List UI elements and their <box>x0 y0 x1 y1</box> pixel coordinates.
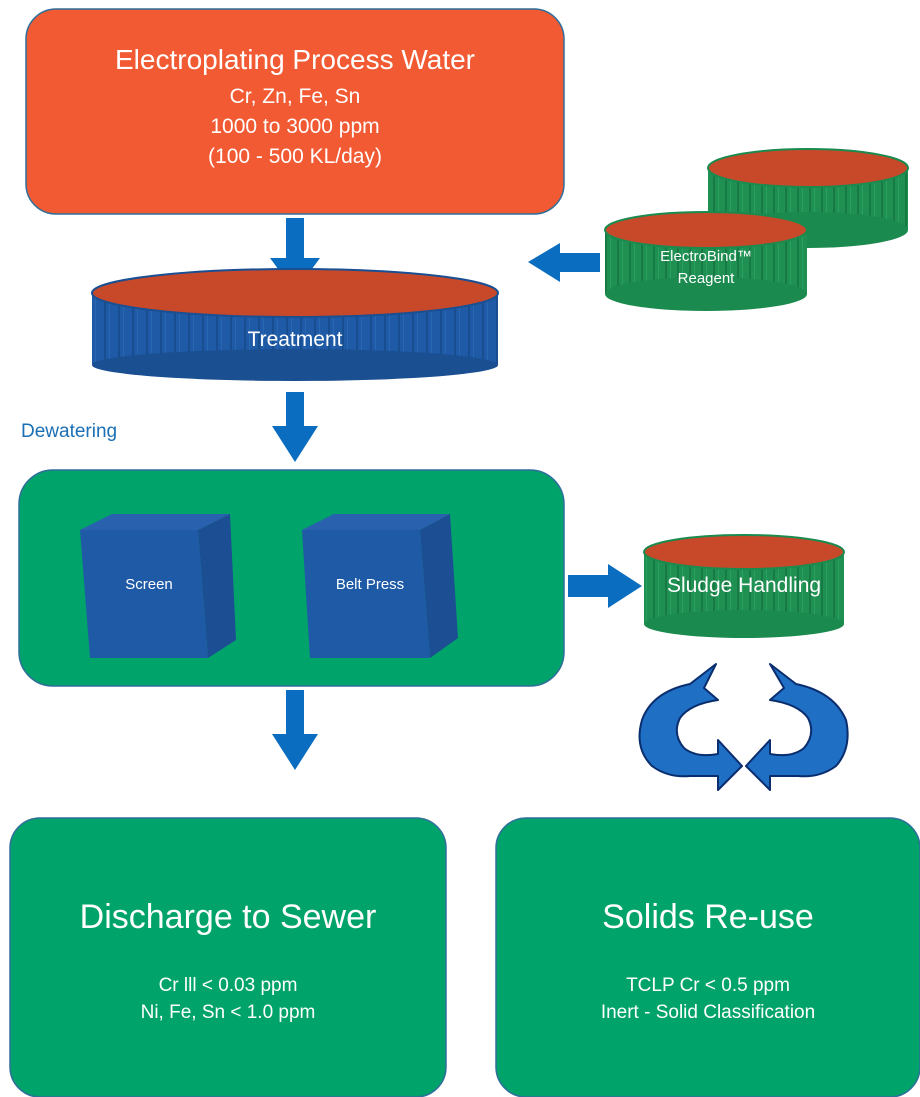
belt-press-label: Belt Press <box>335 576 405 593</box>
solids-tclp-limit: TCLP Cr < 0.5 ppm <box>626 975 790 996</box>
process-water-metals: Cr, Zn, Fe, Sn <box>229 85 361 108</box>
process-water-volume: (100 - 500 KL/day) <box>208 145 382 168</box>
down-arrow-icon <box>272 392 318 462</box>
screen-cube <box>80 514 236 658</box>
discharge-metals-limit: Ni, Fe, Sn < 1.0 ppm <box>140 1002 316 1023</box>
discharge-title: Discharge to Sewer <box>79 898 377 936</box>
reagent-label: ElectroBind™ Reagent <box>605 246 807 290</box>
treatment-tank <box>91 268 499 381</box>
discharge-box <box>9 817 447 1097</box>
reagent-tank-front <box>604 211 808 311</box>
process-water-box <box>25 8 565 215</box>
treatment-label: Treatment <box>247 328 343 351</box>
discharge-cr-limit: Cr lll < 0.03 ppm <box>158 975 298 996</box>
dewatering-label: Dewatering <box>21 421 118 442</box>
screen-label: Screen <box>125 576 173 593</box>
discharge-limits: Cr lll < 0.03 ppm Ni, Fe, Sn < 1.0 ppm <box>10 972 446 1026</box>
solids-classification: Inert - Solid Classification <box>600 1002 816 1023</box>
reagent-name: ElectroBind™ <box>660 248 752 265</box>
recycle-arrows-icon <box>638 663 849 791</box>
solids-title: Solids Re-use <box>602 898 814 936</box>
process-water-title: Electroplating Process Water <box>115 44 475 75</box>
down-arrow-icon <box>272 690 318 770</box>
solids-box <box>495 817 920 1097</box>
process-water-concentration: 1000 to 3000 ppm <box>210 115 380 138</box>
right-arrow-icon <box>568 564 642 608</box>
belt-press-cube <box>302 514 458 658</box>
process-water-details: Cr, Zn, Fe, Sn 1000 to 3000 ppm (100 - 5… <box>26 82 564 172</box>
solids-limits: TCLP Cr < 0.5 ppm Inert - Solid Classifi… <box>496 972 920 1026</box>
reagent-type: Reagent <box>677 270 735 287</box>
process-water-text: Electroplating Process Water <box>26 42 564 78</box>
left-arrow-icon <box>528 243 600 282</box>
sludge-tank <box>643 534 845 638</box>
sludge-label: Sludge Handling <box>666 574 822 597</box>
